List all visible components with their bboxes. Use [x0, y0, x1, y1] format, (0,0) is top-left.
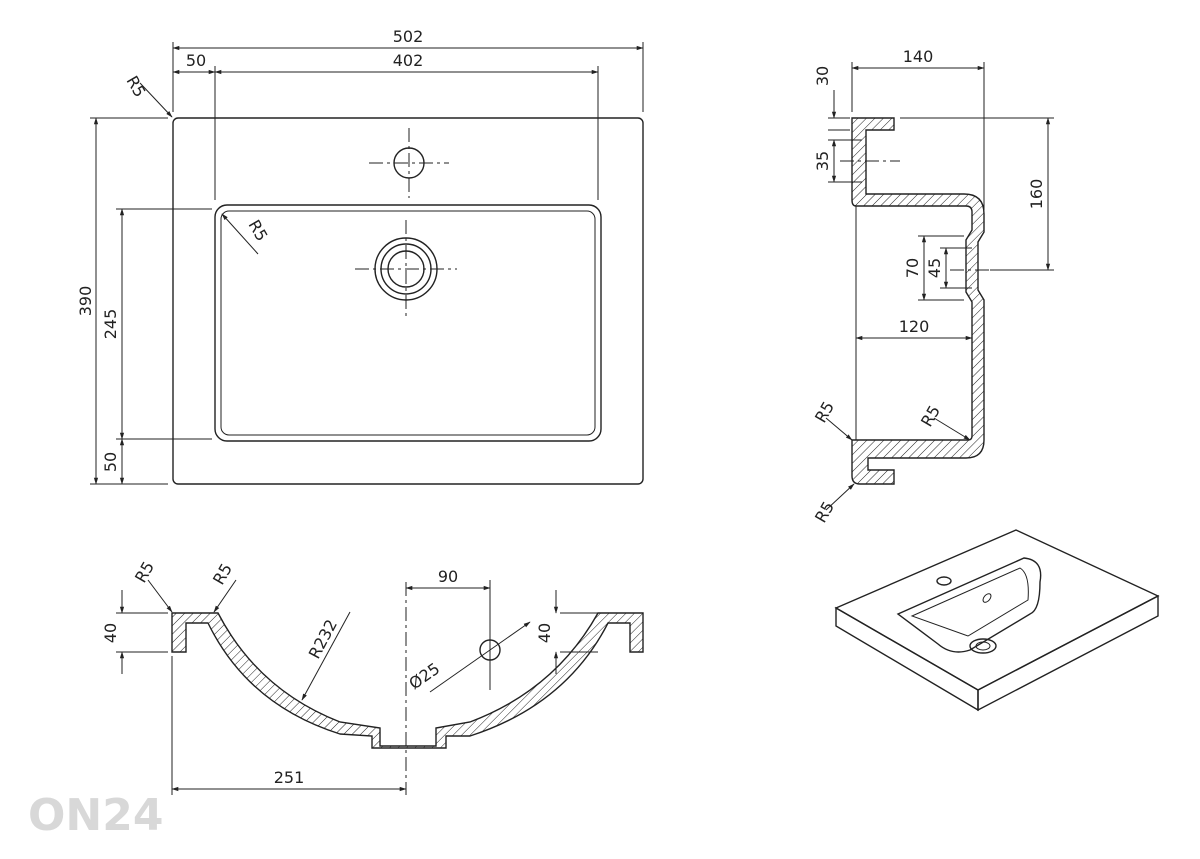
r5-side-left: R5 — [811, 398, 838, 426]
iso-side-face — [977, 594, 1159, 712]
front-section-profile — [171, 612, 644, 749]
dim-251: 251 — [274, 768, 305, 787]
dim-390: 390 — [76, 286, 95, 317]
front-section: 40 40 R5 R5 90 Ø25 R232 251 — [101, 558, 644, 795]
top-outline — [172, 117, 644, 485]
dim-50-top: 50 — [186, 51, 206, 70]
isometric-view — [834, 529, 1160, 712]
side-section-profile — [851, 117, 985, 485]
iso-basin — [896, 557, 1042, 653]
dim-70: 70 — [903, 258, 922, 278]
dim-120: 120 — [899, 317, 930, 336]
overflow-hole — [479, 639, 501, 661]
dim-140: 140 — [903, 47, 934, 66]
r5-front-left: R5 — [131, 558, 158, 586]
dim-30: 30 — [813, 66, 832, 86]
iso-front-face — [835, 606, 979, 712]
dim-402: 402 — [393, 51, 424, 70]
dim-40-left: 40 — [101, 623, 120, 643]
dim-40-right: 40 — [535, 623, 554, 643]
r5-top-corner: R5 — [123, 73, 150, 101]
side-section: 140 30 35 160 70 45 120 R5 R5 R5 — [811, 47, 1054, 526]
r5-front-right: R5 — [209, 560, 236, 588]
dim-50-side: 50 — [101, 452, 120, 472]
iso-top-face — [834, 529, 1160, 691]
top-view: 502 50 402 R5 R5 390 245 50 — [76, 27, 644, 485]
top-basin-outer — [214, 204, 602, 442]
iso-tap-hole — [936, 576, 952, 586]
top-basin-inner — [220, 210, 596, 436]
r5-basin: R5 — [245, 217, 272, 245]
r5-side-right: R5 — [917, 402, 944, 430]
dim-502: 502 — [393, 27, 424, 46]
dim-160: 160 — [1027, 179, 1046, 210]
dim-diameter-25: Ø25 — [405, 659, 443, 693]
dim-245: 245 — [101, 309, 120, 340]
dim-90: 90 — [438, 567, 458, 586]
dim-35: 35 — [813, 151, 832, 171]
dim-45: 45 — [925, 258, 944, 278]
iso-drain — [969, 638, 997, 654]
watermark-logo: ON24 — [28, 790, 163, 841]
